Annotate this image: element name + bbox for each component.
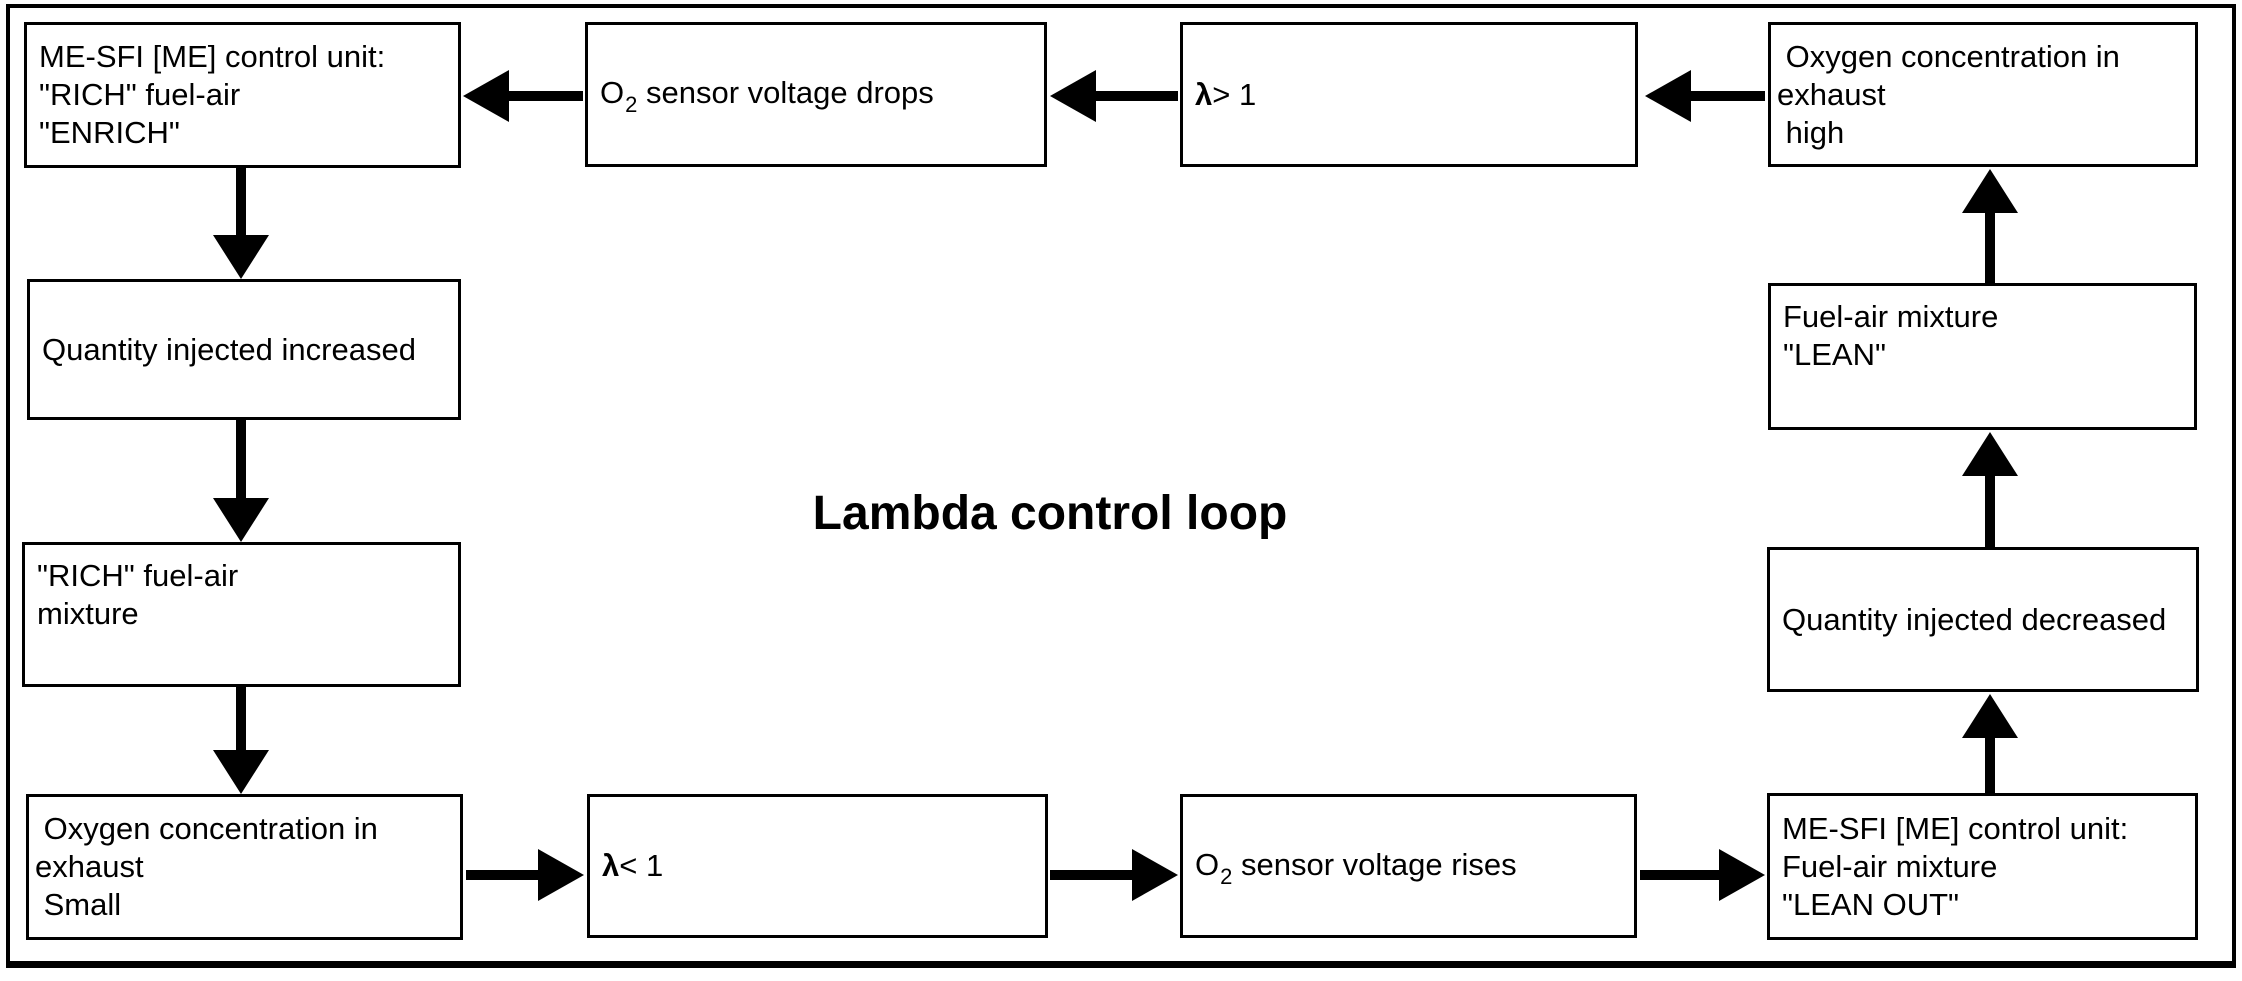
o2-subscript: 2 bbox=[1220, 863, 1233, 889]
box-line: exhaust bbox=[1777, 76, 1886, 112]
arrow-stem bbox=[1985, 738, 1995, 793]
flow-arrow-down-icon bbox=[213, 687, 269, 794]
arrow-stem bbox=[466, 870, 538, 880]
box-line: mixture bbox=[37, 596, 139, 631]
arrow-head bbox=[1962, 169, 2018, 213]
flow-arrow-right-icon bbox=[466, 849, 584, 901]
arrow-stem bbox=[1640, 870, 1719, 880]
box-line: "LEAN OUT" bbox=[1782, 886, 1960, 922]
arrow-stem bbox=[1985, 476, 1995, 547]
flow-arrow-down-icon bbox=[213, 167, 269, 279]
box-line: ME-SFI [ME] control unit: bbox=[39, 39, 386, 74]
lambda-symbol: λ bbox=[602, 848, 620, 883]
arrow-head bbox=[1050, 70, 1096, 122]
box-line: "LEAN" bbox=[1783, 337, 1886, 372]
box-text: sensor voltage drops bbox=[637, 75, 934, 110]
box-quantity-injected-decreased: Quantity injected decreased bbox=[1767, 547, 2199, 692]
arrow-stem bbox=[1691, 91, 1765, 101]
box-line: Quantity injected decreased bbox=[1782, 601, 2167, 637]
arrow-head bbox=[213, 750, 269, 794]
box-text: < 1 bbox=[619, 848, 664, 883]
arrow-stem bbox=[236, 167, 246, 235]
box-oxygen-concentration-high: Oxygen concentration in exhaust high bbox=[1768, 22, 2198, 167]
flow-arrow-up-icon bbox=[1962, 432, 2018, 547]
box-o2-sensor-voltage-drops: O2 sensor voltage drops bbox=[585, 22, 1047, 167]
box-line: "ENRICH" bbox=[39, 115, 180, 150]
flow-arrow-right-icon bbox=[1050, 849, 1178, 901]
arrow-stem bbox=[509, 91, 583, 101]
box-oxygen-concentration-small: Oxygen concentration in exhaust Small bbox=[26, 794, 463, 940]
arrow-head bbox=[213, 235, 269, 279]
arrow-stem bbox=[1985, 213, 1995, 283]
arrow-head bbox=[538, 849, 584, 901]
arrow-head bbox=[213, 498, 269, 542]
arrow-head bbox=[463, 70, 509, 122]
flow-arrow-left-icon bbox=[1050, 70, 1178, 122]
box-line: Small bbox=[35, 887, 122, 922]
box-rich-fuel-air-mixture: "RICH" fuel-air mixture bbox=[22, 542, 461, 687]
box-line: Fuel-air mixture bbox=[1783, 299, 1999, 334]
o2-subscript: 2 bbox=[625, 92, 638, 117]
arrow-head bbox=[1645, 70, 1691, 122]
flow-arrow-left-icon bbox=[463, 70, 583, 122]
box-line: Fuel-air mixture bbox=[1782, 848, 1998, 884]
box-line: Oxygen concentration in bbox=[1777, 38, 2120, 74]
box-line: Oxygen concentration in bbox=[35, 811, 378, 846]
arrow-stem bbox=[236, 420, 246, 498]
box-me-sfi-enrich: ME-SFI [ME] control unit: "RICH" fuel-ai… bbox=[24, 22, 461, 168]
box-line: ME-SFI [ME] control unit: bbox=[1782, 810, 2129, 846]
arrow-head bbox=[1962, 694, 2018, 738]
arrow-head bbox=[1962, 432, 2018, 476]
o2-symbol: O bbox=[1195, 846, 1220, 882]
o2-symbol: O bbox=[600, 75, 625, 110]
box-o2-sensor-voltage-rises: O2 sensor voltage rises bbox=[1180, 794, 1637, 938]
flow-arrow-up-icon bbox=[1962, 694, 2018, 793]
box-lambda-less-1: λ< 1 bbox=[587, 794, 1048, 938]
box-line: exhaust bbox=[35, 849, 144, 884]
box-text: > 1 bbox=[1212, 76, 1257, 112]
box-me-sfi-lean-out: ME-SFI [ME] control unit: Fuel-air mixtu… bbox=[1767, 793, 2198, 940]
box-line: O2 sensor voltage rises bbox=[1195, 846, 1622, 889]
arrow-stem bbox=[1096, 91, 1178, 101]
diagram-title: Lambda control loop bbox=[812, 487, 1288, 540]
box-line: O2 sensor voltage drops bbox=[600, 74, 1032, 117]
box-line: Quantity injected increased bbox=[42, 331, 416, 367]
box-text: sensor voltage rises bbox=[1232, 846, 1517, 882]
box-quantity-injected-increased: Quantity injected increased bbox=[27, 279, 461, 420]
box-lambda-greater-1: λ> 1 bbox=[1180, 22, 1638, 167]
flow-arrow-up-icon bbox=[1962, 169, 2018, 283]
box-line: λ< 1 bbox=[602, 847, 1033, 885]
box-fuel-air-mixture-lean: Fuel-air mixture "LEAN" bbox=[1768, 283, 2197, 430]
arrow-stem bbox=[1050, 870, 1132, 880]
box-line: "RICH" fuel-air bbox=[37, 558, 239, 593]
box-line: high bbox=[1777, 114, 1845, 150]
arrow-stem bbox=[236, 687, 246, 750]
flow-arrow-right-icon bbox=[1640, 849, 1765, 901]
box-line: λ> 1 bbox=[1195, 76, 1623, 114]
flow-arrow-down-icon bbox=[213, 420, 269, 542]
box-line: "RICH" fuel-air bbox=[39, 77, 241, 112]
arrow-head bbox=[1132, 849, 1178, 901]
arrow-head bbox=[1719, 849, 1765, 901]
lambda-symbol: λ bbox=[1195, 76, 1213, 112]
flow-arrow-left-icon bbox=[1645, 70, 1765, 122]
